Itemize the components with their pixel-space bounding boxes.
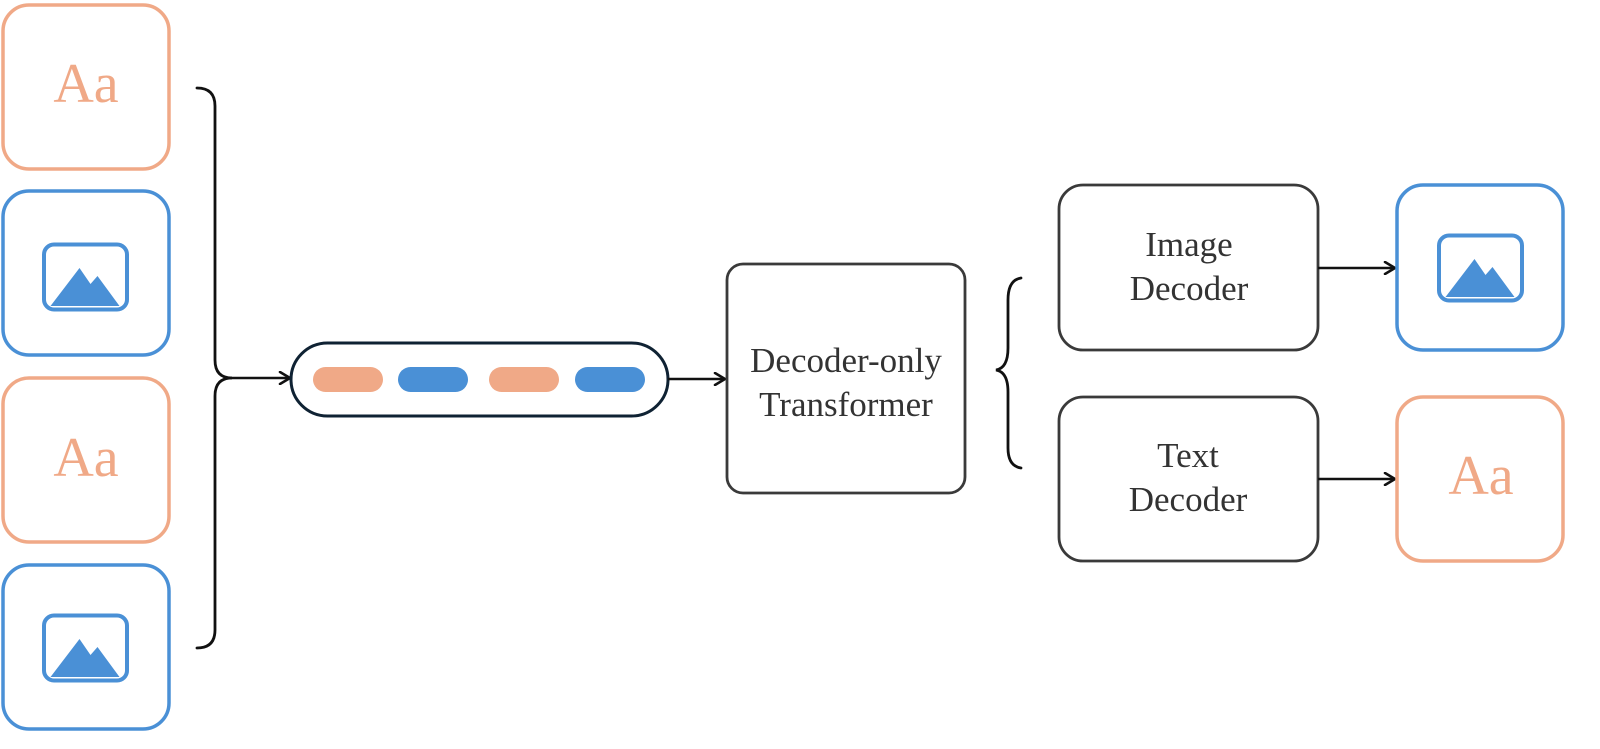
input-card-image-1	[1, 189, 171, 357]
output-card-image	[1395, 183, 1565, 352]
text-decoder-block: Text Decoder	[1057, 395, 1320, 563]
text-decoder-label-line1: Text	[1157, 436, 1219, 475]
image-token	[575, 367, 645, 392]
output-card-frame	[1395, 395, 1565, 563]
text-modality-glyph: Aa	[53, 53, 118, 115]
transformer-label-line2: Transformer	[759, 385, 933, 424]
text-decoder-label-line2: Decoder	[1129, 480, 1248, 519]
input-card-text-1: Aa	[1, 3, 171, 171]
image-decoder-frame	[1057, 183, 1320, 352]
text-token	[489, 367, 559, 392]
decoder-split-brace	[995, 276, 1023, 470]
transformer-frame	[725, 262, 967, 495]
text-token	[313, 367, 383, 392]
image-decoder-label-line2: Decoder	[1130, 269, 1249, 308]
input-card-frame	[1, 376, 171, 544]
input-card-text-2: Aa	[1, 376, 171, 544]
text-modality-glyph: Aa	[1448, 445, 1513, 507]
text-modality-glyph: Aa	[53, 427, 118, 489]
input-card-frame	[1, 563, 171, 731]
image-decoder-block: Image Decoder	[1057, 183, 1320, 352]
decoder-only-transformer-block: Decoder-only Transformer	[725, 262, 967, 495]
input-card-frame	[1, 3, 171, 171]
transformer-label-line1: Decoder-only	[750, 341, 942, 380]
input-merge-bracket	[195, 86, 233, 650]
image-decoder-label-line1: Image	[1145, 225, 1232, 264]
input-card-image-2	[1, 563, 171, 731]
input-card-frame	[1, 189, 171, 357]
image-token	[398, 367, 468, 392]
output-card-text: Aa	[1395, 395, 1565, 563]
text-decoder-frame	[1057, 395, 1320, 563]
token-sequence	[289, 341, 670, 418]
